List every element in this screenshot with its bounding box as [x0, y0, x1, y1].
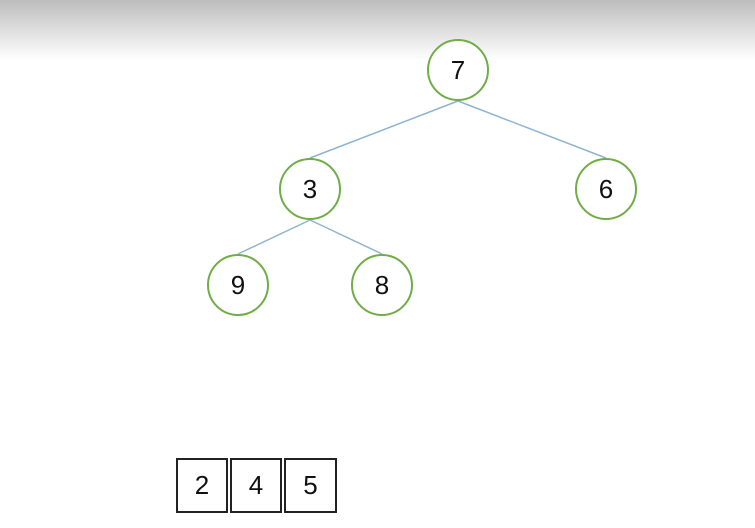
tree-node	[427, 39, 489, 101]
tree-edge	[457, 100, 607, 159]
tree-node-label: 7	[451, 55, 465, 85]
tree-node-label: 8	[375, 270, 389, 300]
tree-node	[207, 254, 269, 316]
tree-node	[279, 158, 341, 220]
top-shadow	[0, 0, 755, 60]
array-cell: 4	[230, 458, 282, 513]
array-cell: 5	[284, 458, 337, 513]
tree-node-label: 3	[303, 174, 317, 204]
tree-node-label: 6	[599, 174, 613, 204]
tree-node	[575, 158, 637, 220]
tree-node-label: 9	[231, 270, 245, 300]
tree-edge	[237, 219, 311, 255]
tree-node	[351, 254, 413, 316]
tree-edge	[309, 100, 459, 159]
tree-edge	[309, 219, 383, 255]
array-cell: 2	[176, 458, 228, 513]
